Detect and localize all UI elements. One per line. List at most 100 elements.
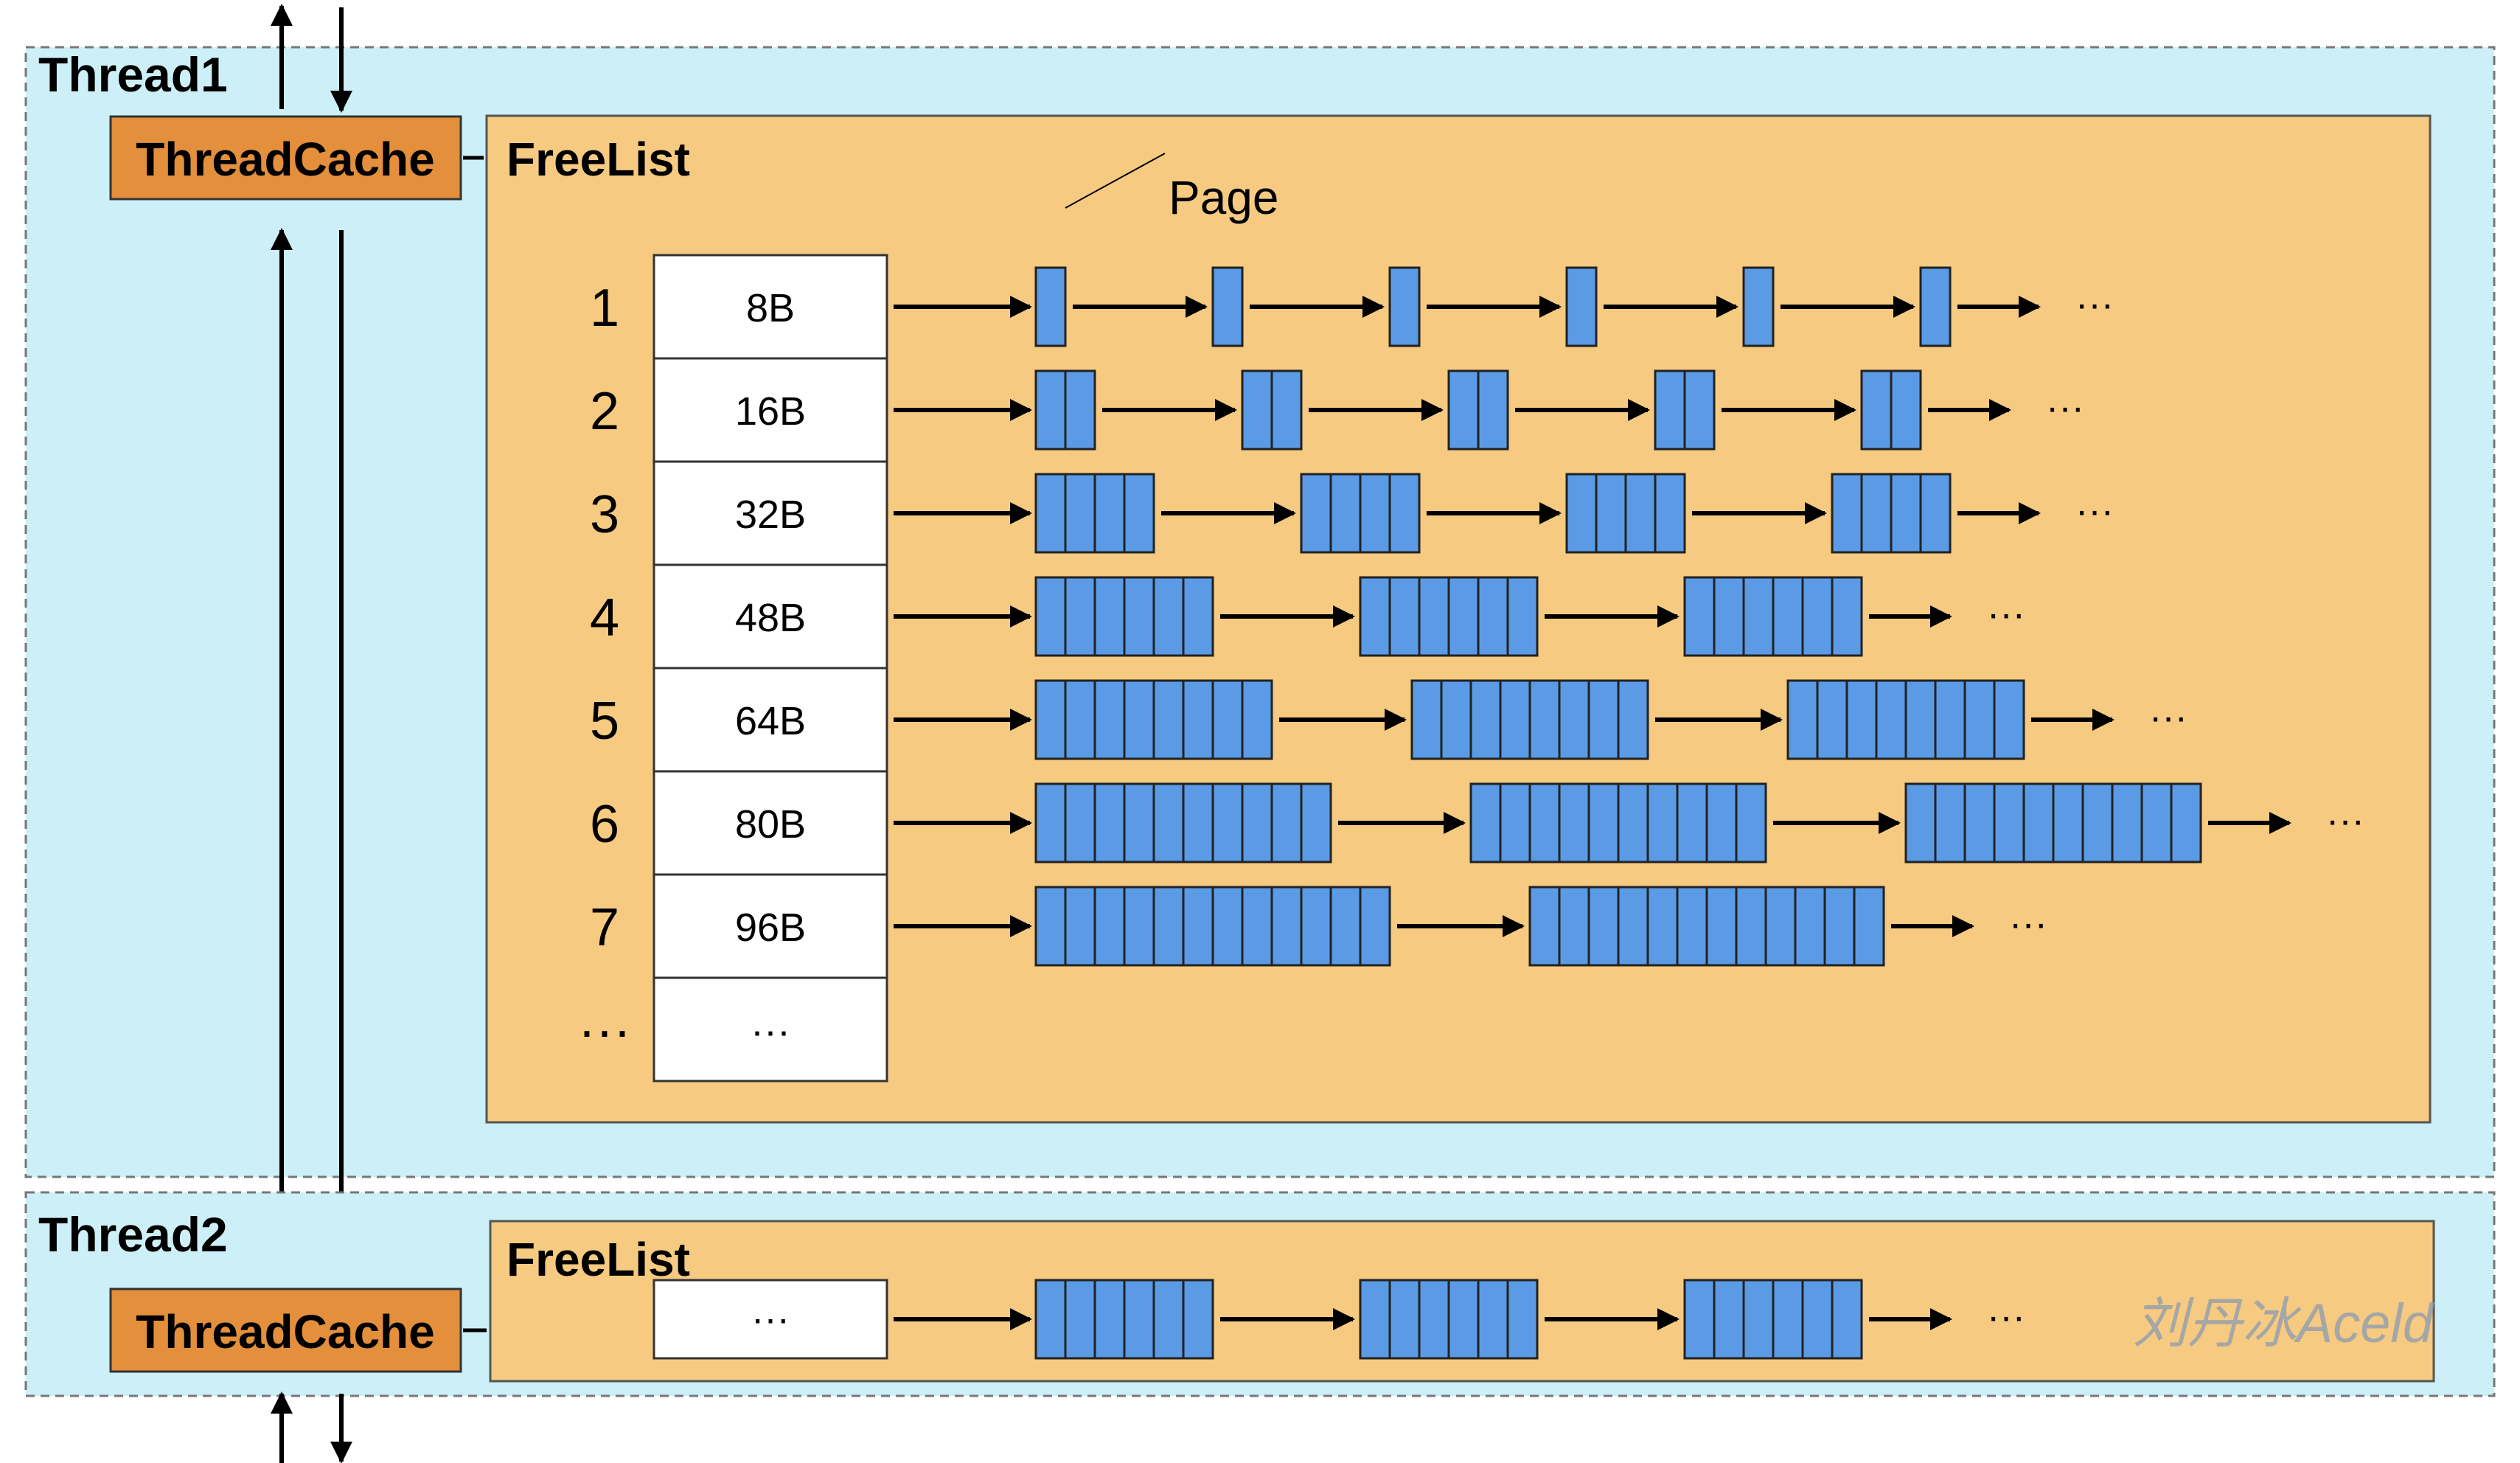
- row4-ellipsis: ···: [1987, 593, 2025, 636]
- memory-block: [1845, 679, 1878, 760]
- thread2-threadcache-box: [109, 1287, 462, 1373]
- memory-block: [1993, 679, 2025, 760]
- memory-block: [1270, 369, 1303, 451]
- memory-block: [1558, 679, 1590, 760]
- memory-block: [1587, 679, 1620, 760]
- size-class-label: 64B: [735, 699, 806, 743]
- memory-block: [1934, 782, 1966, 863]
- memory-block: [1034, 576, 1067, 657]
- row2-page: [1241, 369, 1303, 451]
- memory-block: [1499, 782, 1531, 863]
- page-label: Page: [1169, 171, 1278, 224]
- size-class-label: 48B: [735, 596, 806, 640]
- memory-block: [1211, 679, 1244, 760]
- memory-block: [1418, 1279, 1450, 1360]
- memory-block: [1152, 679, 1185, 760]
- row6-page: [1904, 782, 2202, 863]
- memory-block: [1034, 782, 1067, 863]
- memory-block: [1064, 369, 1096, 451]
- memory-block: [1388, 1279, 1421, 1360]
- row1-page: [1742, 266, 1775, 347]
- thread2-row-page: [1359, 1279, 1539, 1360]
- size-class-index: 2: [590, 382, 619, 441]
- memory-block: [1860, 369, 1893, 451]
- memory-block: [1919, 266, 1952, 347]
- memory-block: [1211, 886, 1244, 967]
- memory-block: [1617, 886, 1649, 967]
- row5-page: [1034, 679, 1273, 760]
- thread2-freelist-row: ···: [894, 1279, 2025, 1360]
- memory-block: [1860, 473, 1893, 554]
- memory-block: [1617, 782, 1649, 863]
- memory-block: [1801, 1279, 1834, 1360]
- memory-block: [1993, 782, 2025, 863]
- memory-block: [2022, 782, 2055, 863]
- row6-page: [1034, 782, 1332, 863]
- memory-block: [1064, 679, 1096, 760]
- size-class-cell: [652, 254, 888, 360]
- memory-block: [1705, 782, 1738, 863]
- memory-block: [1735, 886, 1767, 967]
- row1-ellipsis: ···: [2075, 283, 2114, 326]
- memory-block: [1123, 473, 1155, 554]
- memory-block: [1963, 782, 1996, 863]
- row5-ellipsis: ···: [2149, 696, 2187, 739]
- memory-block: [1034, 473, 1067, 554]
- memory-block: [1034, 679, 1067, 760]
- memory-block: [1831, 1279, 1863, 1360]
- memory-block: [1093, 886, 1126, 967]
- memory-block: [1742, 576, 1775, 657]
- memory-block: [1329, 886, 1362, 967]
- memory-block: [1123, 1279, 1155, 1360]
- memory-block: [1270, 782, 1303, 863]
- memory-block: [1713, 576, 1745, 657]
- memory-block: [1772, 1279, 1804, 1360]
- memory-block: [1477, 1279, 1509, 1360]
- row4-page: [1359, 576, 1539, 657]
- memory-block: [1418, 576, 1450, 657]
- memory-block: [1388, 473, 1421, 554]
- size-class-cell: [652, 563, 888, 670]
- size-class-index: 1: [590, 279, 619, 338]
- memory-block: [1300, 782, 1332, 863]
- memory-block: [1388, 576, 1421, 657]
- memory-block: [1300, 473, 1332, 554]
- row2-page: [1654, 369, 1716, 451]
- size-class-label: 32B: [735, 493, 806, 537]
- memory-block: [1764, 886, 1797, 967]
- row1-page: [1211, 266, 1244, 347]
- memory-block: [1676, 886, 1708, 967]
- size-class-cell: [652, 357, 888, 463]
- thread2-threadcache-label: ThreadCache: [136, 1305, 434, 1358]
- row1-page: [1565, 266, 1598, 347]
- row4-page: [1683, 576, 1863, 657]
- memory-block: [1300, 886, 1332, 967]
- memory-block: [1772, 576, 1804, 657]
- memory-block: [2111, 782, 2143, 863]
- memory-block: [1410, 679, 1443, 760]
- row7-page: [1034, 886, 1391, 967]
- row2-page: [1447, 369, 1509, 451]
- memory-block: [1904, 782, 1937, 863]
- memory-block: [1123, 886, 1155, 967]
- memory-block: [1440, 679, 1472, 760]
- memory-block: [1152, 576, 1185, 657]
- memory-block: [1034, 266, 1067, 347]
- memory-block: [1034, 1279, 1067, 1360]
- memory-block: [1182, 886, 1214, 967]
- memory-block: [1558, 782, 1590, 863]
- memory-block: [1816, 679, 1848, 760]
- memory-block: [1152, 886, 1185, 967]
- size-class-cell: [652, 460, 888, 566]
- memory-block: [1469, 679, 1502, 760]
- watermark: 刘丹冰Aceld: [2133, 1293, 2435, 1354]
- memory-block: [1241, 782, 1273, 863]
- row1-page: [1919, 266, 1952, 347]
- memory-block: [1182, 679, 1214, 760]
- thread2-size-cell: [652, 1279, 888, 1360]
- memory-block: [1359, 473, 1391, 554]
- row7-ellipsis: ···: [2009, 903, 2047, 945]
- size-class-index: 3: [590, 485, 619, 544]
